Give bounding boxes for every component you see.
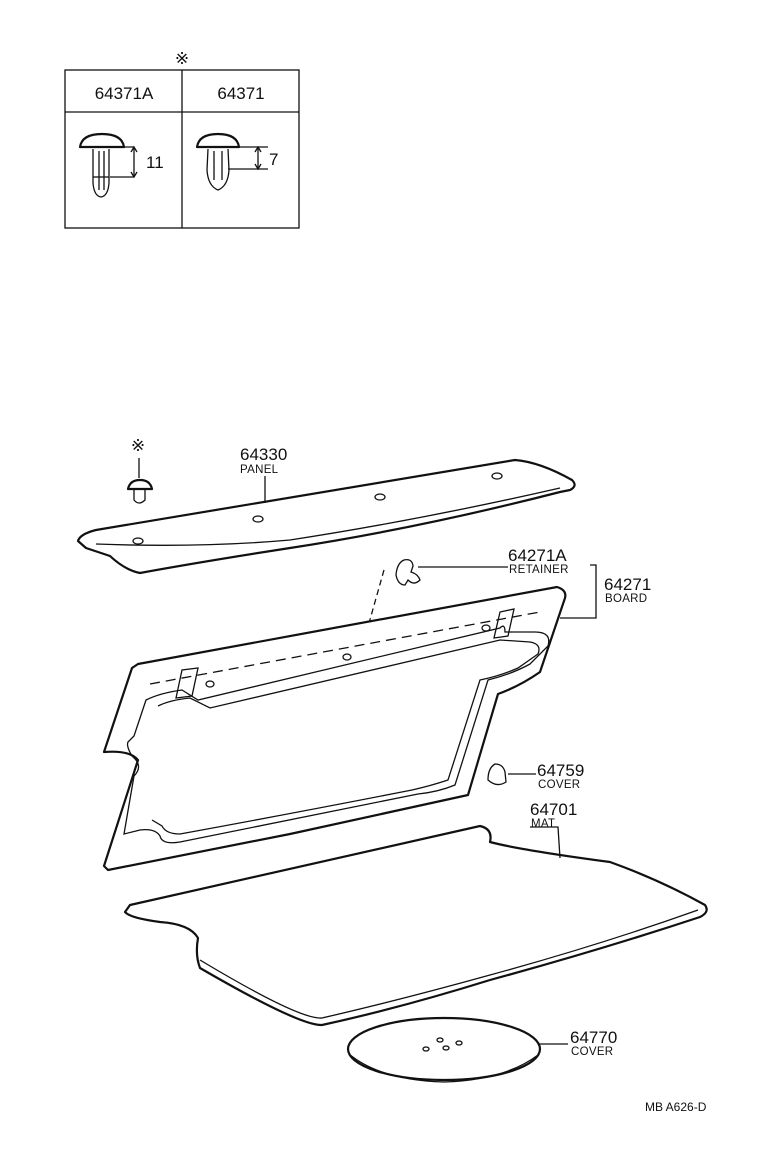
part-number-64330: 64330 (240, 445, 287, 464)
part-name-board: BOARD (605, 593, 647, 605)
part-name-retainer: RETAINER (509, 564, 569, 576)
clip-mark: ※ (131, 436, 145, 455)
part-number-64701: 64701 (530, 800, 577, 819)
part-number-64770: 64770 (570, 1028, 617, 1047)
dimension-7: 7 (269, 150, 278, 169)
cover-64759-drawing (487, 763, 507, 786)
part-number-64271: 64271 (604, 575, 651, 594)
table-header-64371: 64371 (217, 84, 264, 103)
diagram-reference-code: MB A626-D (645, 1100, 707, 1114)
part-name-cover-64770: COVER (571, 1046, 613, 1058)
part-name-cover-64759: COVER (538, 779, 580, 791)
clip-64371-drawing (195, 132, 268, 191)
panel-64330-drawing (76, 458, 576, 575)
retainer-64271a-drawing (357, 558, 421, 663)
cover-64770-drawing (346, 1016, 542, 1083)
dimension-11: 11 (146, 153, 164, 172)
table-header-64371a: 64371A (95, 84, 154, 103)
clip-64371a-drawing (78, 132, 138, 198)
board-64271-drawing (102, 585, 567, 872)
part-name-panel: PANEL (240, 464, 279, 476)
mat-64701-drawing (123, 824, 708, 1027)
table-mark: ※ (175, 49, 189, 68)
part-number-64271a: 64271A (508, 546, 567, 565)
part-name-mat: MAT (531, 818, 555, 830)
fastener-table: ※ 64371A 64371 11 (64, 49, 300, 229)
part-number-64759: 64759 (537, 761, 584, 780)
clip-64371a-part (126, 478, 154, 504)
